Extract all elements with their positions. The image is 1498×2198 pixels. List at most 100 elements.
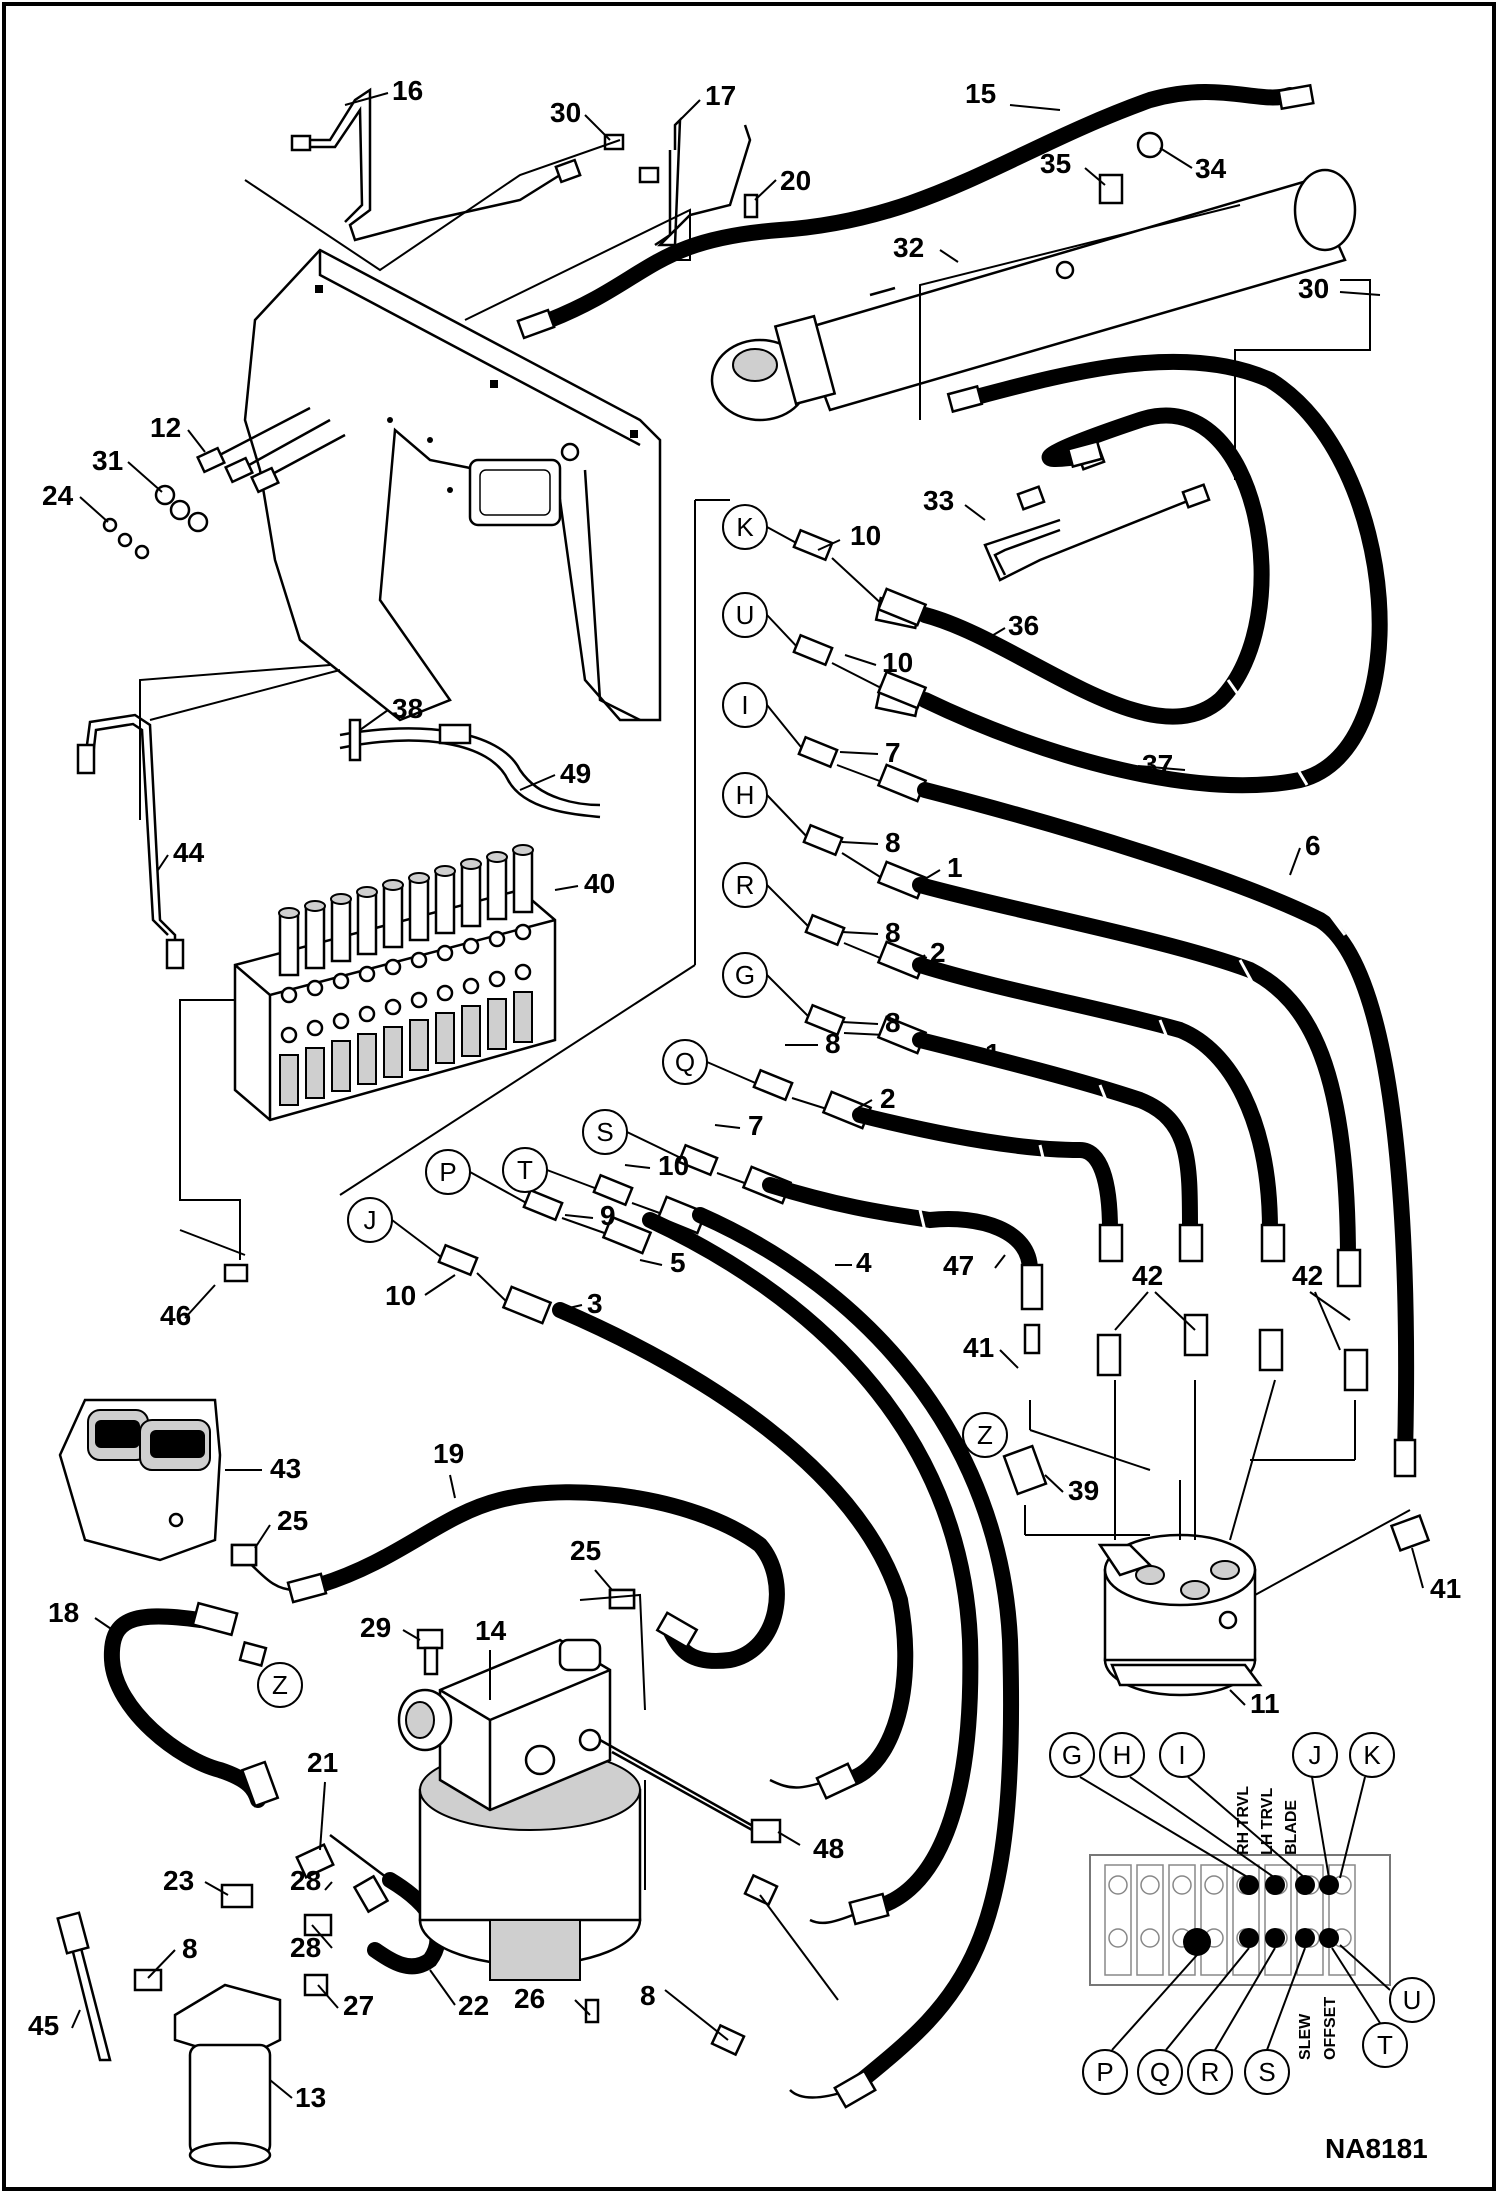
callout-c2b: 2 bbox=[880, 1083, 896, 1114]
legend-bubble-top-H bbox=[1099, 1732, 1145, 1778]
legend-active-top-1 bbox=[1265, 1875, 1285, 1895]
leader-c44 bbox=[157, 854, 169, 871]
leader-c30b bbox=[1339, 291, 1381, 296]
port-label-bH: H bbox=[736, 780, 755, 810]
legend-section-0 bbox=[1104, 1864, 1132, 1976]
leader-c6 bbox=[1289, 847, 1301, 876]
legend-leader-4 bbox=[1339, 1776, 1366, 1879]
callout-c21: 21 bbox=[307, 1747, 338, 1778]
steel-tubes bbox=[290, 87, 1211, 582]
port-bubble-bZb bbox=[962, 1412, 1008, 1458]
hoses-to-swivel bbox=[762, 782, 1417, 1478]
legend-leader-2 bbox=[1187, 1776, 1306, 1879]
adapter-2 bbox=[797, 735, 839, 769]
leader-c8e bbox=[147, 1949, 176, 1979]
callout-c27: 27 bbox=[343, 1990, 374, 2021]
port-bubble-bH bbox=[722, 772, 768, 818]
valve-port-8 bbox=[488, 930, 506, 948]
legend-port-top-1 bbox=[1140, 1875, 1160, 1895]
legend-section-2 bbox=[1168, 1864, 1196, 1976]
legend-label-bot-P: P bbox=[1096, 2057, 1113, 2087]
valve-port-low-9 bbox=[514, 963, 532, 981]
legend-port-bot-0 bbox=[1108, 1928, 1128, 1948]
leader-c49 bbox=[519, 774, 556, 791]
adapter-0 bbox=[792, 528, 834, 562]
legend-function-bot-1: OFFSET bbox=[1322, 1997, 1339, 2060]
pilot-control-block bbox=[58, 1398, 222, 1562]
callout-c14: 14 bbox=[475, 1615, 507, 1646]
callout-c8b: 8 bbox=[885, 917, 901, 948]
legend-bubble-right-U bbox=[1389, 1977, 1435, 2023]
legend-label-right-T: T bbox=[1377, 2030, 1393, 2060]
leader-c26 bbox=[574, 1999, 591, 2016]
callout-c11: 11 bbox=[1250, 1688, 1280, 1719]
legend-label-top-I: I bbox=[1178, 1740, 1185, 1770]
valve-spool-9 bbox=[512, 850, 534, 914]
valve-spool-low-3 bbox=[357, 1033, 377, 1085]
leader-c21 bbox=[319, 1781, 326, 1851]
valve-spool-cap-2 bbox=[330, 893, 352, 905]
leader-c8c bbox=[841, 1021, 879, 1025]
leader-c34 bbox=[1159, 147, 1193, 169]
legend-port-bot-1 bbox=[1140, 1928, 1160, 1948]
adapter-7 bbox=[677, 1143, 719, 1177]
hoses-3-4-5 bbox=[552, 1207, 1020, 2109]
legend-leader-6 bbox=[1165, 1947, 1250, 2051]
callout-c9: 9 bbox=[600, 1200, 616, 1231]
valve-port-0 bbox=[280, 986, 298, 1004]
legend-label-top-H: H bbox=[1113, 1740, 1132, 1770]
valve-spool-8 bbox=[486, 857, 508, 921]
valve-spool-low-5 bbox=[409, 1019, 429, 1071]
valve-spool-5 bbox=[408, 878, 430, 942]
leader-c7b bbox=[714, 1124, 741, 1129]
swivel-joint bbox=[1097, 1533, 1263, 1697]
valve-spool-low-7 bbox=[461, 1005, 481, 1057]
callout-c23: 23 bbox=[163, 1865, 194, 1896]
tee-fitting-21 bbox=[295, 1843, 335, 1879]
leader-c25b bbox=[594, 1569, 613, 1591]
callout-c41a: 41 bbox=[963, 1332, 994, 1363]
legend-bubble-top-G bbox=[1049, 1732, 1095, 1778]
valve-spool-2 bbox=[330, 899, 352, 963]
main-frame bbox=[243, 248, 662, 722]
leader-c8a bbox=[841, 841, 879, 845]
port-bubble-bT bbox=[502, 1147, 548, 1193]
swivel-leads bbox=[1002, 1379, 1431, 1596]
legend-label-top-J: J bbox=[1309, 1740, 1322, 1770]
leader-c5 bbox=[639, 1259, 663, 1266]
row-lead-0 bbox=[766, 526, 801, 546]
legend-bubble-bot-P bbox=[1082, 2049, 1128, 2095]
row-lead-10 bbox=[391, 1219, 446, 1261]
legend-section-5 bbox=[1264, 1864, 1292, 1976]
leader-c29 bbox=[402, 1629, 421, 1641]
port-label-bP: P bbox=[439, 1157, 456, 1187]
legend-active-bot-1 bbox=[1239, 1928, 1259, 1948]
callout-c31: 31 bbox=[92, 445, 123, 476]
legend-port-top-0 bbox=[1108, 1875, 1128, 1895]
callout-c12: 12 bbox=[150, 412, 181, 443]
legend-active-bot-2 bbox=[1265, 1928, 1285, 1948]
leader-c38 bbox=[359, 709, 389, 731]
row-lead-6 bbox=[706, 1061, 761, 1086]
callout-c1a: 1 bbox=[947, 852, 963, 883]
leader-c15 bbox=[1009, 104, 1061, 111]
leader-c23 bbox=[204, 1881, 229, 1896]
leader-c22 bbox=[429, 1969, 456, 2006]
valve-port-low-2 bbox=[332, 1012, 350, 1030]
callout-c24: 24 bbox=[42, 480, 74, 511]
leader-c30a bbox=[584, 114, 611, 141]
row-lead2-0 bbox=[831, 557, 886, 608]
row-lead-4 bbox=[766, 884, 813, 931]
callout-c18: 18 bbox=[48, 1597, 79, 1628]
legend-active-bot-0 bbox=[1183, 1928, 1211, 1956]
callout-c10d: 10 bbox=[385, 1280, 416, 1311]
row-lead2-10 bbox=[476, 1272, 511, 1306]
callout-c35: 35 bbox=[1040, 148, 1071, 179]
adapter-5 bbox=[804, 1003, 846, 1037]
leader-c2b bbox=[857, 1099, 873, 1109]
